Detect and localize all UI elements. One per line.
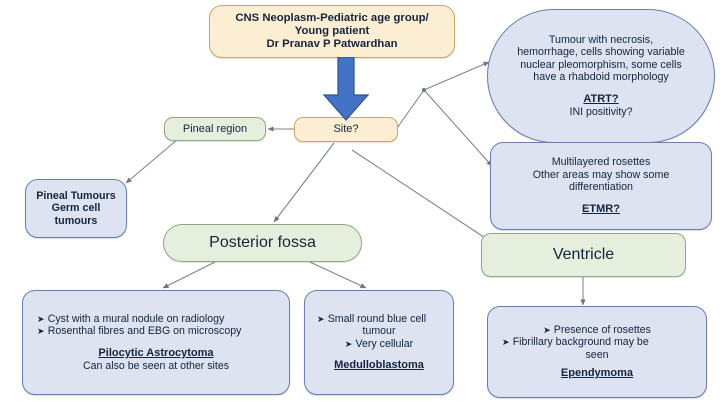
edge-site-to-right-junction xyxy=(396,89,425,129)
pineal-tumours-line-2: Germ cell xyxy=(51,202,101,215)
node-pineal-tumours: Pineal Tumours Germ cell tumours xyxy=(25,179,127,238)
node-pilocytic-astrocytoma: ➤Cyst with a mural nodule on radiology ➤… xyxy=(22,290,290,395)
pilocytic-bullet-1-text: Cyst with a mural nodule on radiology xyxy=(47,312,225,325)
medulloblastoma-diagnosis: Medulloblastoma xyxy=(334,359,424,372)
node-atrt: Tumour with necrosis, hemorrhage, cells … xyxy=(487,9,715,143)
edge-posterior-fossa-to-pilocytic xyxy=(162,261,216,289)
medulloblastoma-bullet-1-cont: tumour xyxy=(362,325,396,338)
ependymoma-bullet-1-text: Presence of rosettes xyxy=(553,323,651,336)
bullet-arrow-icon: ➤ xyxy=(317,313,325,324)
pilocytic-diagnosis: Pilocytic Astrocytoma xyxy=(98,346,214,359)
bullet-arrow-icon: ➤ xyxy=(502,337,510,348)
bullet-arrow-icon: ➤ xyxy=(37,326,45,337)
atrt-desc-1: Tumour with necrosis, xyxy=(548,33,654,46)
atrt-desc-3: nuclear pleomorphism, some cells xyxy=(520,58,682,71)
node-ventricle[interactable]: Ventricle xyxy=(481,233,686,277)
atrt-desc-2: hemorrhage, cells showing variable xyxy=(517,46,685,59)
atrt-note: INI positivity? xyxy=(569,105,633,118)
ependymoma-bullets: ➤Presence of rosettes ➤Fibrillary backgr… xyxy=(496,324,698,362)
edge-junction-to-etmr xyxy=(423,89,493,167)
pilocytic-bullet-2-text: Rosenthal fibres and EBG on microscopy xyxy=(47,325,242,338)
pineal-tumours-line-1: Pineal Tumours xyxy=(36,189,116,202)
etmr-diagnosis: ETMR? xyxy=(582,202,620,215)
pilocytic-note: Can also be seen at other sites xyxy=(82,359,230,372)
bullet-arrow-icon: ➤ xyxy=(543,324,551,335)
pineal-region-label: Pineal region xyxy=(182,122,248,135)
pineal-tumours-line-3: tumours xyxy=(54,214,98,227)
ependymoma-bullet-2-text: Fibrillary background may be xyxy=(512,336,649,349)
ependymoma-bullet-1: ➤Presence of rosettes xyxy=(496,324,698,337)
medulloblastoma-bullet-2-text: Very cellular xyxy=(355,337,414,350)
decision-label: Site? xyxy=(333,123,359,136)
node-posterior-fossa[interactable]: Posterior fossa xyxy=(163,224,362,262)
pilocytic-bullet-1: ➤Cyst with a mural nodule on radiology xyxy=(31,313,281,326)
node-ependymoma: ➤Presence of rosettes ➤Fibrillary backgr… xyxy=(487,306,707,398)
edge-site-to-posterior-fossa xyxy=(273,142,335,223)
title-line-1: CNS Neoplasm-Pediatric age group/ xyxy=(235,11,429,24)
etmr-desc-1: Multilayered rosettes xyxy=(551,156,651,169)
pilocytic-bullet-2: ➤Rosenthal fibres and EBG on microscopy xyxy=(31,325,281,338)
edge-posterior-fossa-to-medulloblastoma xyxy=(309,261,367,289)
blue-down-arrow-icon xyxy=(322,57,370,121)
title-line-2: Young patient xyxy=(294,24,370,37)
medulloblastoma-bullets: ➤Small round blue cell tumour ➤Very cell… xyxy=(311,313,447,351)
edge-junction-to-atrt xyxy=(423,61,490,91)
ventricle-label: Ventricle xyxy=(552,245,615,263)
medulloblastoma-bullet-2: ➤Very cellular xyxy=(311,338,447,351)
title-node: CNS Neoplasm-Pediatric age group/ Young … xyxy=(209,5,455,58)
posterior-fossa-label: Posterior fossa xyxy=(209,233,316,251)
etmr-desc-3: differentiation xyxy=(569,181,633,194)
medulloblastoma-bullet-1: ➤Small round blue cell xyxy=(311,313,447,326)
node-medulloblastoma: ➤Small round blue cell tumour ➤Very cell… xyxy=(304,290,454,395)
ependymoma-bullet-2-cont: seen xyxy=(585,348,609,361)
bullet-arrow-icon: ➤ xyxy=(37,313,45,324)
etmr-desc-2: Other areas may show some xyxy=(532,168,670,181)
atrt-desc-4: have a rhabdoid morphology xyxy=(533,71,669,84)
title-line-3: Dr Pranav P Patwardhan xyxy=(266,38,398,51)
medulloblastoma-bullet-1-text: Small round blue cell xyxy=(327,312,427,325)
pilocytic-bullets: ➤Cyst with a mural nodule on radiology ➤… xyxy=(31,313,281,338)
decision-node-site[interactable]: Site? xyxy=(294,117,398,142)
node-etmr: Multilayered rosettes Other areas may sh… xyxy=(490,142,712,230)
bullet-arrow-icon: ➤ xyxy=(344,338,353,349)
edge-pineal-region-to-pineal-tumours xyxy=(125,138,179,184)
node-pineal-region[interactable]: Pineal region xyxy=(164,117,266,141)
atrt-diagnosis: ATRT? xyxy=(583,93,619,106)
ependymoma-bullet-2: ➤Fibrillary background may be xyxy=(496,336,698,349)
ependymoma-diagnosis: Ependymoma xyxy=(560,367,634,380)
